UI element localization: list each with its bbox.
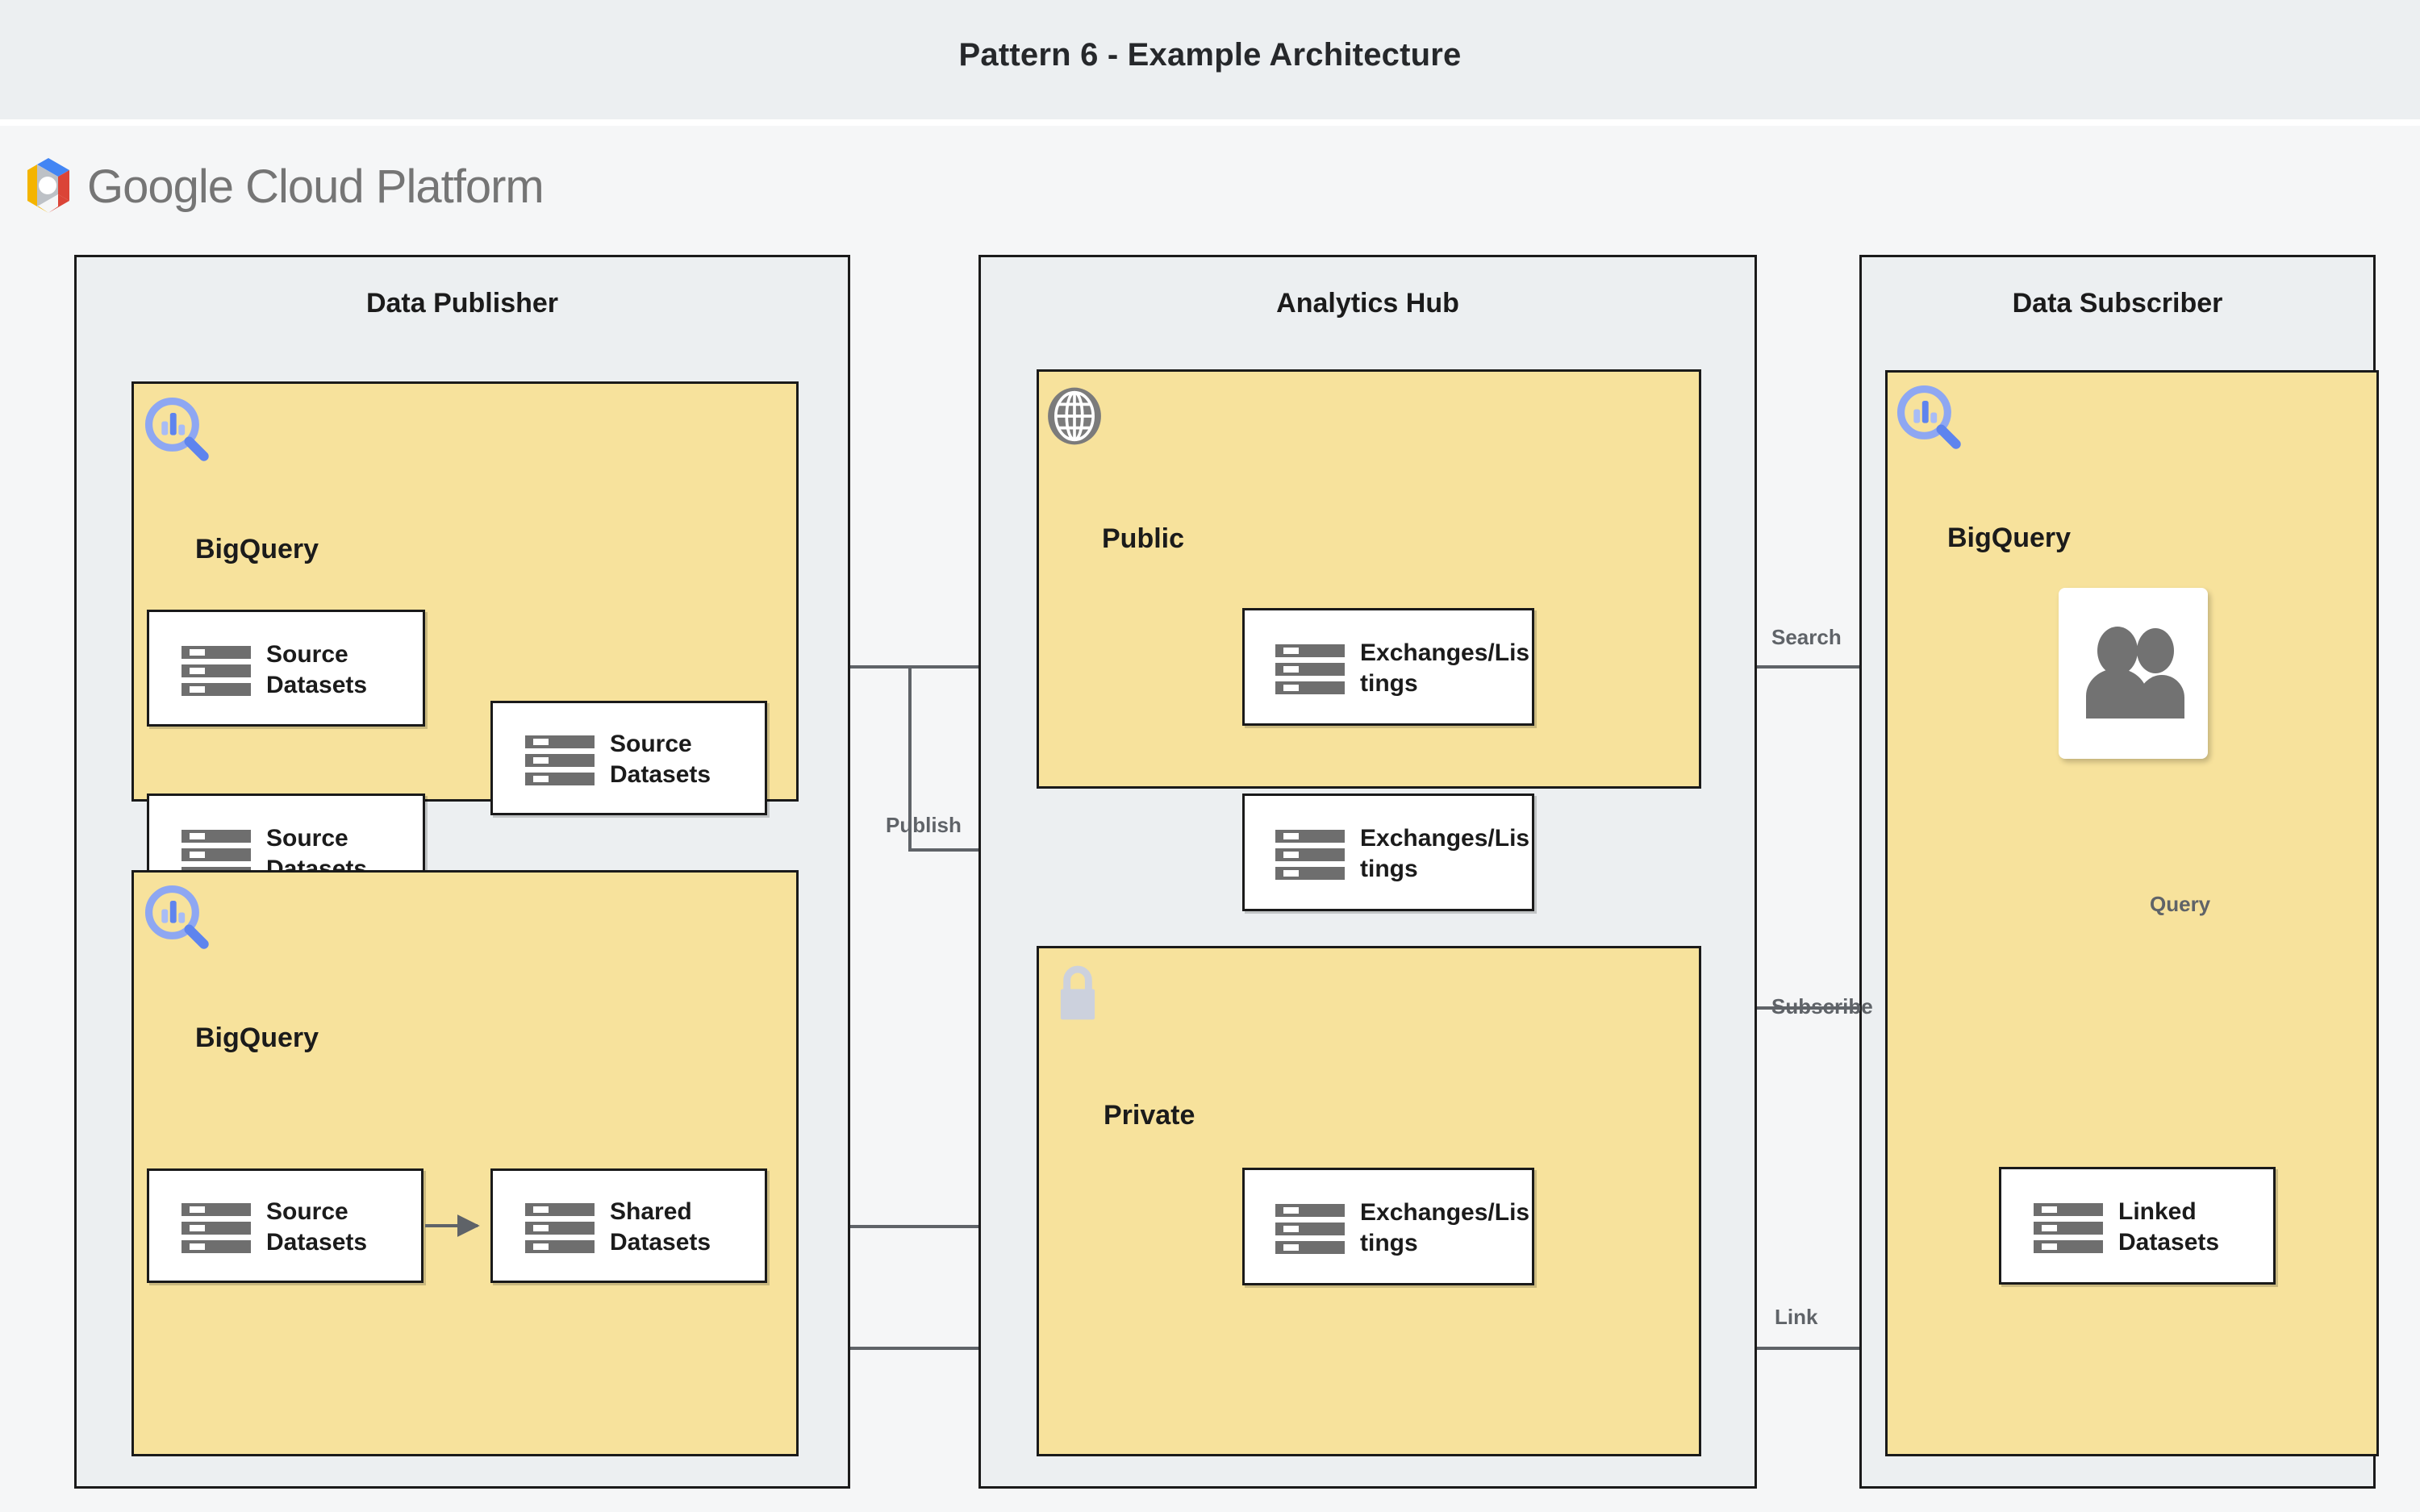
- node-label-pub-shared: Shared Datasets: [610, 1197, 711, 1257]
- node-line2: Datasets: [266, 671, 368, 698]
- page-title: Pattern 6 - Example Architecture: [958, 37, 1462, 73]
- zone-title-analytics-hub: Analytics Hub: [1276, 288, 1459, 319]
- node-pub-source-3[interactable]: Source Datasets: [490, 701, 767, 815]
- node-line2: Datasets: [2118, 1228, 2220, 1256]
- node-line1: Shared: [610, 1198, 692, 1225]
- diagram-canvas: Google Cloud Platform: [0, 126, 2420, 1512]
- node-line1: Source: [266, 641, 348, 668]
- dataset-icon: [2034, 1203, 2103, 1253]
- node-hub-listing-1[interactable]: Exchanges/Lis tings: [1242, 608, 1534, 726]
- edge-label-query: Query: [2150, 892, 2211, 916]
- card-sub-users[interactable]: [2059, 588, 2208, 759]
- dataset-icon: [1275, 1204, 1345, 1254]
- gcp-wordmark-google: Google: [87, 160, 234, 213]
- node-hub-listing-2[interactable]: Exchanges/Lis tings: [1242, 793, 1534, 911]
- dataset-icon: [1275, 644, 1345, 694]
- node-line1: Linked: [2118, 1198, 2197, 1225]
- product-hub-public[interactable]: [1037, 369, 1701, 789]
- node-pub-source-1[interactable]: Source Datasets: [147, 610, 425, 727]
- google-cloud-platform-logo: Google Cloud Platform: [23, 152, 544, 224]
- edge-label-subscribe: Subscribe: [1771, 994, 1873, 1018]
- product-label-publisher-bigquery-top: BigQuery: [195, 534, 319, 564]
- bigquery-icon: [144, 397, 209, 461]
- node-line2: tings: [1360, 669, 1418, 697]
- edge-label-publish: Publish: [886, 813, 962, 837]
- product-label-hub-public: Public: [1102, 523, 1185, 554]
- dataset-icon: [182, 646, 251, 696]
- bigquery-icon: [1896, 385, 1961, 449]
- product-label-publisher-bigquery-bottom: BigQuery: [195, 1023, 319, 1053]
- dataset-icon: [525, 1203, 595, 1253]
- node-label-hub-listing-3: Exchanges/Lis tings: [1360, 1198, 1529, 1258]
- node-sub-linked[interactable]: Linked Datasets: [1999, 1167, 2276, 1285]
- edge-label-link: Link: [1775, 1305, 1818, 1329]
- node-line1: Source: [610, 731, 692, 757]
- dataset-icon: [182, 1203, 251, 1253]
- bigquery-icon: [144, 885, 209, 949]
- node-line1: Exchanges/Lis: [1360, 639, 1530, 666]
- node-line1: Source: [266, 825, 348, 852]
- node-label-sub-linked: Linked Datasets: [2118, 1197, 2219, 1257]
- lock-icon: [1060, 965, 1095, 1020]
- node-line1: Exchanges/Lis: [1360, 825, 1530, 852]
- title-bar: Pattern 6 - Example Architecture: [0, 0, 2420, 119]
- node-hub-listing-3[interactable]: Exchanges/Lis tings: [1242, 1168, 1534, 1285]
- node-pub-shared[interactable]: Shared Datasets: [490, 1168, 767, 1283]
- node-line2: Datasets: [610, 760, 711, 788]
- node-label-pub-source-4: Source Datasets: [266, 1197, 367, 1257]
- dataset-icon: [1275, 830, 1345, 880]
- node-label-hub-listing-2: Exchanges/Lis tings: [1360, 823, 1529, 884]
- users-icon: [2086, 627, 2184, 719]
- product-publisher-bigquery-bottom[interactable]: [131, 870, 799, 1456]
- node-pub-source-4[interactable]: Source Datasets: [147, 1168, 424, 1283]
- node-line1: Exchanges/Lis: [1360, 1199, 1530, 1226]
- node-line2: tings: [1360, 855, 1418, 882]
- globe-icon: [1048, 387, 1101, 445]
- gcp-wordmark: Google Cloud Platform: [87, 160, 544, 214]
- dataset-icon: [525, 735, 595, 785]
- gcp-hexagon-icon: [27, 158, 69, 213]
- gcp-wordmark-cloud-platform: Cloud Platform: [233, 160, 544, 213]
- node-label-hub-listing-1: Exchanges/Lis tings: [1360, 638, 1529, 698]
- node-line2: Datasets: [266, 1228, 368, 1256]
- product-label-subscriber-bigquery: BigQuery: [1947, 523, 2072, 553]
- node-line2: Datasets: [610, 1228, 711, 1256]
- node-label-pub-source-1: Source Datasets: [266, 639, 367, 700]
- zone-title-data-subscriber: Data Subscriber: [2012, 288, 2223, 319]
- product-label-hub-private: Private: [1104, 1100, 1195, 1131]
- node-label-pub-source-3: Source Datasets: [610, 729, 711, 789]
- node-line2: tings: [1360, 1229, 1418, 1256]
- zone-title-data-publisher: Data Publisher: [365, 288, 559, 319]
- edge-label-search: Search: [1771, 625, 1842, 649]
- node-line1: Source: [266, 1198, 348, 1225]
